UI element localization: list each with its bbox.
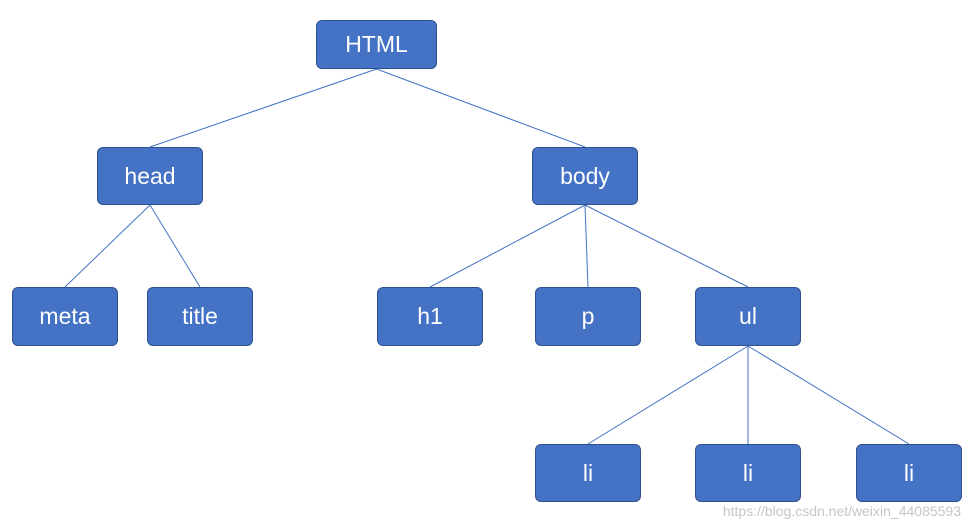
edge-body-ul	[584, 204, 749, 288]
node-html: HTML	[316, 20, 437, 69]
node-head-label: head	[124, 162, 176, 189]
node-title: title	[147, 287, 253, 346]
edge-html-body	[376, 68, 586, 148]
node-li-1: li	[535, 444, 641, 502]
node-ul: ul	[695, 287, 801, 346]
edge-head-title	[149, 204, 201, 288]
node-ul-label: ul	[739, 303, 757, 329]
node-li-2: li	[695, 444, 801, 502]
node-h1: h1	[377, 287, 483, 346]
node-li-3: li	[856, 444, 962, 502]
edge-ul-li1	[587, 345, 749, 445]
node-li-1-label: li	[582, 459, 594, 486]
node-html-label: HTML	[345, 31, 408, 57]
edge-head-meta	[64, 204, 151, 288]
node-h1-label: h1	[417, 303, 443, 329]
node-title-label: title	[182, 303, 218, 329]
node-meta-label: meta	[39, 303, 91, 329]
edge-body-p	[584, 204, 589, 288]
node-meta: meta	[12, 287, 118, 346]
edges	[64, 68, 910, 445]
node-li-3-label: li	[903, 459, 915, 486]
node-li-2-label: li	[742, 459, 754, 486]
watermark-text: https://blog.csdn.net/weixin_44085593	[722, 503, 961, 519]
node-p: p	[535, 287, 641, 346]
edge-ul-li3	[747, 345, 910, 445]
node-head: head	[97, 147, 203, 205]
node-body-label: body	[560, 162, 610, 189]
edge-body-h1	[429, 204, 586, 288]
node-body: body	[532, 147, 638, 205]
node-p-label: p	[581, 303, 595, 329]
edge-html-head	[149, 68, 377, 148]
